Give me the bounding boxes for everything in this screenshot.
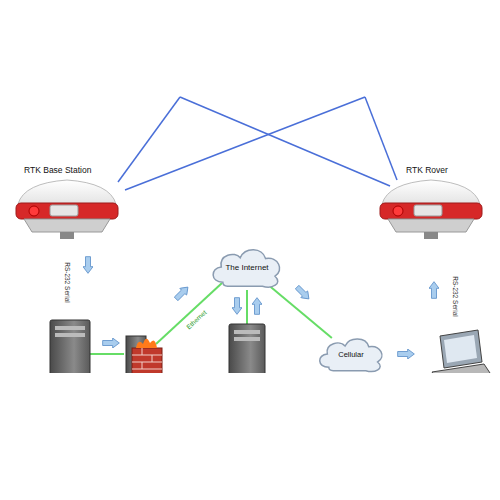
link-label: Ethernet <box>184 307 208 330</box>
server-icon <box>50 320 90 373</box>
laptop-icon <box>432 330 492 373</box>
station-name: RTK Base Station <box>24 165 91 175</box>
station-label-box: RTK Rover <box>380 160 490 180</box>
cloud-label: Cellular <box>338 350 363 359</box>
network-cloud: The Internet <box>207 244 286 290</box>
cloud-label: The Internet <box>225 263 268 272</box>
port-label: RS-232 Serial <box>64 261 71 303</box>
firewall-icon <box>126 336 162 373</box>
network-cloud: Cellular <box>314 334 388 374</box>
gnss-receiver <box>16 180 118 239</box>
signal-line <box>118 97 397 190</box>
network-link <box>269 285 332 338</box>
station-label-box: RTK Base Station <box>12 160 124 180</box>
server-icon <box>229 324 265 373</box>
gnss-receiver <box>380 180 482 239</box>
station-name: RTK Rover <box>406 165 448 175</box>
network-wire <box>90 283 247 354</box>
port-label: RS-232 Serial <box>452 275 459 317</box>
